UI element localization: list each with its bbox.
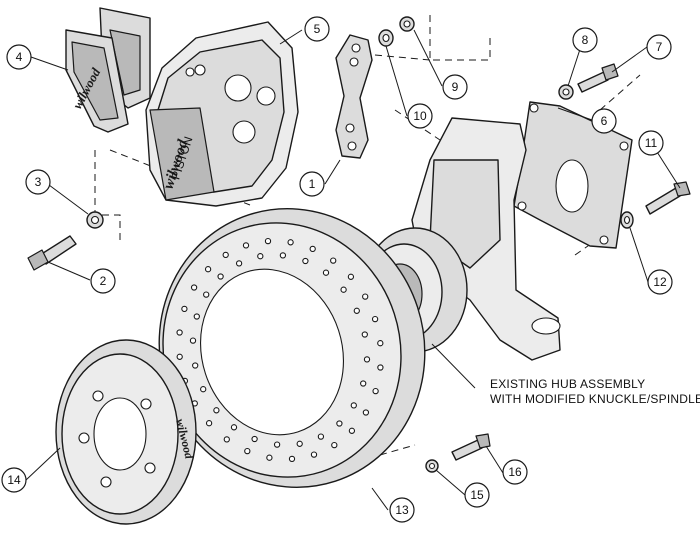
rotor-drill-hole <box>203 291 210 298</box>
callout-16: 16 <box>502 459 528 485</box>
hub-note-line-1: EXISTING HUB ASSEMBLY <box>490 377 645 391</box>
rotor-drill-hole <box>309 245 316 253</box>
hat-bolt <box>425 433 491 473</box>
callout-14-label: 14 <box>7 473 21 487</box>
bracket-washers <box>378 16 415 47</box>
rotor-drill-hole <box>244 447 251 455</box>
callout-9: 9 <box>442 74 468 100</box>
rotor-drill-hole <box>176 353 183 360</box>
rotor-drill-hole <box>192 362 199 369</box>
rotor-drill-hole <box>377 340 384 347</box>
callout-9-label: 9 <box>452 80 459 94</box>
rotor-drill-hole <box>330 257 337 264</box>
caliper: wilwood PISTON <box>145 21 299 207</box>
callout-7: 7 <box>646 34 672 60</box>
rotor-drill-hole <box>360 380 367 387</box>
rotor-drill-hole <box>273 441 281 448</box>
rotor-drill-hole <box>279 252 287 259</box>
callout-15: 15 <box>464 482 490 508</box>
rotor-drill-hole <box>347 273 355 280</box>
rotor-drill-hole <box>331 441 338 449</box>
rotor-drill-hole <box>353 307 360 314</box>
rotor-drill-hole <box>230 424 238 431</box>
rotor-drill-hole <box>372 387 379 395</box>
callout-2: 2 <box>90 268 116 294</box>
callout-7-label: 7 <box>656 40 663 54</box>
rotor-drill-hole <box>204 266 212 273</box>
rotor-hat: wilwood <box>55 339 197 525</box>
rotor-drill-hole <box>266 454 273 461</box>
hub-note-line-2: WITH MODIFIED KNUCKLE/SPINDLE <box>490 392 700 406</box>
rotor-drill-hole <box>257 253 264 260</box>
callout-11-label: 11 <box>645 136 658 150</box>
callout-3-label: 3 <box>35 175 42 189</box>
callout-14: 14 <box>1 467 27 493</box>
rotor-drill-hole <box>362 293 369 300</box>
callout-8: 8 <box>572 27 598 53</box>
rotor-drill-hole <box>235 260 243 267</box>
callout-15-label: 15 <box>470 488 484 502</box>
callout-6: 6 <box>591 108 617 134</box>
rotor-drill-hole <box>361 331 368 338</box>
rotor-drill-hole <box>377 364 384 371</box>
rotor-drill-hole <box>217 273 224 280</box>
rotor-drill-hole <box>310 451 318 458</box>
rotor-drill-hole <box>302 257 309 265</box>
callout-13-label: 13 <box>395 503 409 517</box>
rotor-drill-hole <box>264 237 272 245</box>
rotor-drill-hole <box>336 420 343 427</box>
rotor-drill-hole <box>193 313 200 320</box>
callout-8-label: 8 <box>582 33 589 47</box>
callout-10: 10 <box>407 103 433 129</box>
caliper-bolt <box>27 235 77 271</box>
callout-3: 3 <box>25 169 51 195</box>
callout-11: 11 <box>638 130 664 156</box>
rotor-drill-hole <box>222 251 229 259</box>
rotor-drill-hole <box>190 284 198 291</box>
rotor-drill-hole <box>317 433 325 440</box>
callout-12-label: 12 <box>653 275 667 289</box>
rotor-drill-hole <box>189 337 197 344</box>
rotor-drill-hole <box>371 315 379 323</box>
hub-note: EXISTING HUB ASSEMBLY WITH MODIFIED KNUC… <box>490 377 700 406</box>
callout-6-label: 6 <box>601 114 608 128</box>
rotor-drill-hole <box>242 242 250 249</box>
rotor-drill-hole <box>362 409 370 416</box>
rotor-drill-hole <box>288 455 296 463</box>
rotor-drill-hole <box>287 239 294 246</box>
rotor <box>158 208 426 488</box>
rotor-drill-hole <box>205 420 213 427</box>
brake-pads: wilwood <box>65 7 151 133</box>
callout-10-label: 10 <box>413 109 427 123</box>
callout-5-label: 5 <box>314 22 321 36</box>
callout-1: 1 <box>299 171 325 197</box>
rotor-drill-hole <box>296 440 303 447</box>
caliper-bolt-washer <box>86 211 104 229</box>
callout-5: 5 <box>304 16 330 42</box>
bracket-bolt-lower <box>620 181 691 229</box>
rotor-drill-hole <box>200 386 207 393</box>
callout-13: 13 <box>389 497 415 523</box>
rotor-drill-hole <box>363 356 371 363</box>
caliper-bracket <box>335 34 373 159</box>
callout-2-label: 2 <box>100 274 107 288</box>
callout-4: 4 <box>6 44 32 70</box>
rotor-drill-hole <box>181 305 188 313</box>
callout-12: 12 <box>647 269 673 295</box>
rotor-drill-hole <box>322 269 330 276</box>
callout-1-label: 1 <box>309 177 316 191</box>
callout-4-label: 4 <box>16 50 23 64</box>
rotor-drill-hole <box>213 407 220 414</box>
rotor-drill-hole <box>251 435 258 443</box>
rotor-drill-hole <box>223 436 230 443</box>
rotor-drill-hole <box>340 286 347 293</box>
rotor-drill-hole <box>176 329 183 336</box>
bracket-bolt-upper <box>558 63 619 100</box>
rotor-drill-hole <box>350 402 357 409</box>
callouts: 1 2 3 4 5 6 7 8 9 10 11 12 13 14 15 16 <box>1 16 673 523</box>
rotor-drill-hole <box>348 427 356 434</box>
callout-16-label: 16 <box>508 465 522 479</box>
